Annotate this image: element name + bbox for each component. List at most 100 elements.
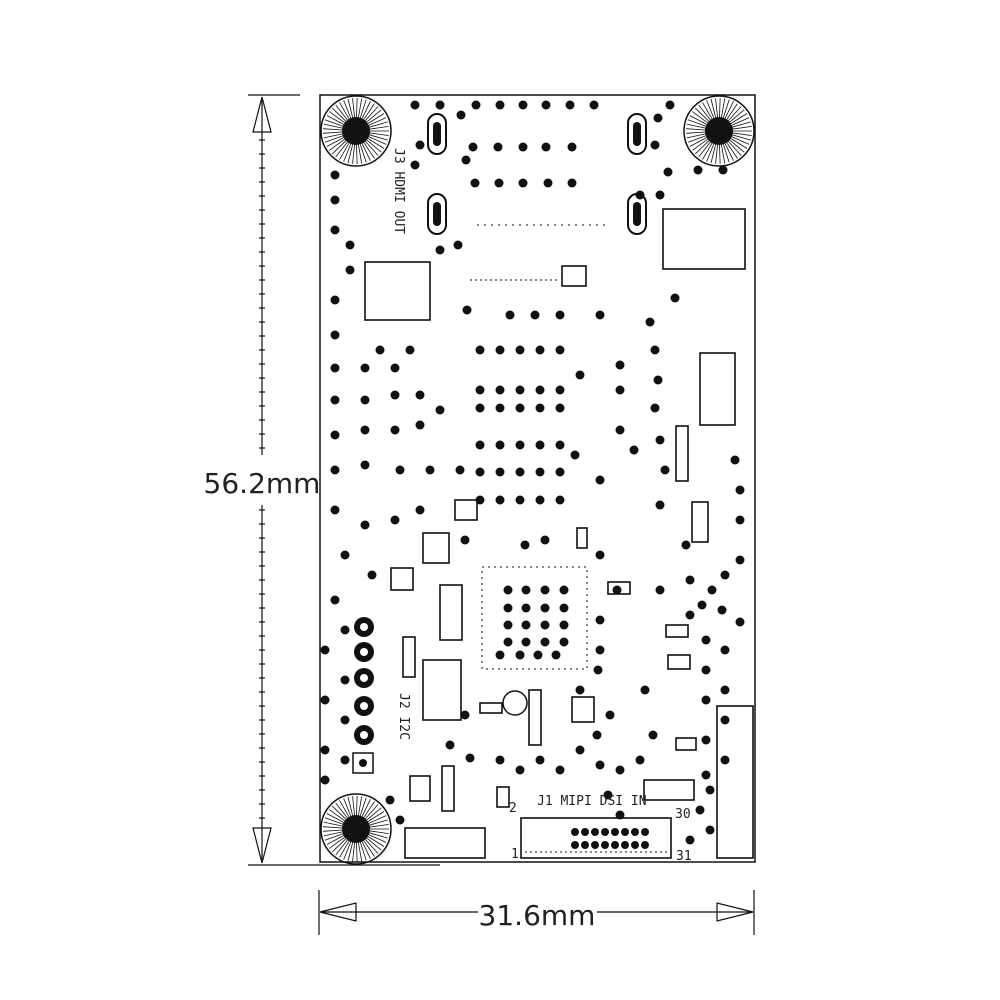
via bbox=[730, 455, 740, 465]
via bbox=[345, 240, 355, 250]
mounting-hole-ray bbox=[687, 134, 708, 143]
mounting-hole-ray bbox=[729, 135, 750, 145]
via bbox=[540, 535, 550, 545]
mounting-hole-ray bbox=[686, 133, 708, 139]
pin-30-label: 30 bbox=[675, 807, 691, 822]
mounting-hole-ray bbox=[698, 104, 712, 122]
via bbox=[530, 310, 540, 320]
via bbox=[515, 650, 525, 660]
component-outline bbox=[422, 659, 462, 721]
via bbox=[330, 225, 340, 235]
mounting-hole-ray bbox=[730, 126, 752, 130]
mounting-hole-ray bbox=[686, 128, 708, 131]
via bbox=[415, 140, 425, 150]
via bbox=[410, 100, 420, 110]
via bbox=[555, 765, 565, 775]
via bbox=[345, 265, 355, 275]
component-outline bbox=[528, 689, 542, 746]
component-outline bbox=[422, 532, 450, 564]
via bbox=[515, 440, 525, 450]
mounting-hole bbox=[320, 95, 392, 167]
component-outline bbox=[576, 527, 588, 549]
via bbox=[615, 810, 625, 820]
pin-31-label: 31 bbox=[676, 849, 692, 864]
mounting-hole-ray bbox=[366, 833, 387, 843]
mounting-hole-ray bbox=[367, 126, 389, 130]
mounting-hole bbox=[683, 95, 755, 167]
mounting-hole-ray bbox=[323, 128, 345, 131]
via bbox=[718, 165, 728, 175]
mounting-hole-ray bbox=[715, 142, 719, 164]
mounting-hole-ray bbox=[326, 813, 346, 824]
via bbox=[390, 425, 400, 435]
mounting-hole-ray bbox=[727, 109, 745, 124]
mounting-hole-ray bbox=[730, 121, 751, 129]
via bbox=[455, 465, 465, 475]
component-outline bbox=[691, 501, 709, 543]
via bbox=[521, 620, 531, 630]
via bbox=[503, 637, 513, 647]
mounting-hole-ray bbox=[359, 797, 367, 818]
via bbox=[475, 403, 485, 413]
mounting-hole-ray bbox=[357, 98, 363, 120]
mounting-hole-ray bbox=[324, 119, 345, 128]
mounting-hole-ray bbox=[365, 835, 385, 847]
via bbox=[541, 142, 551, 152]
mounting-hole-ray bbox=[686, 123, 708, 129]
via bbox=[360, 520, 370, 530]
mounting-hole-ray bbox=[686, 131, 708, 134]
via bbox=[453, 240, 463, 250]
via bbox=[460, 710, 470, 720]
mounting-hole-ray bbox=[347, 142, 354, 164]
mounting-hole-ray bbox=[356, 142, 358, 164]
mounting-hole-ray bbox=[727, 138, 745, 153]
mounting-hole-ray bbox=[329, 137, 347, 151]
via bbox=[360, 460, 370, 470]
mounting-hole-ray bbox=[706, 141, 715, 162]
mounting-hole-center bbox=[342, 117, 370, 145]
mounting-hole-ray bbox=[356, 98, 358, 120]
hdmi-out-label: J3 HDMI OUT bbox=[391, 148, 406, 234]
mounting-hole-ray bbox=[352, 840, 356, 862]
mounting-hole-ray bbox=[687, 119, 708, 128]
via bbox=[405, 345, 415, 355]
mounting-hole-ray bbox=[367, 132, 389, 136]
mounting-hole-ray bbox=[323, 123, 345, 129]
mounting-hole-ray bbox=[363, 139, 379, 156]
mounting-hole-ray bbox=[359, 99, 367, 120]
mounting-hole-ray bbox=[335, 802, 349, 820]
mounting-hole-ray bbox=[331, 837, 348, 853]
component-outline bbox=[364, 261, 431, 321]
mounting-hole-ray bbox=[339, 102, 351, 121]
via bbox=[603, 790, 613, 800]
via bbox=[495, 755, 505, 765]
via bbox=[360, 395, 370, 405]
mounting-hole-ray bbox=[363, 106, 379, 123]
mounting-hole-ray bbox=[367, 824, 389, 828]
via bbox=[330, 430, 340, 440]
via bbox=[701, 770, 711, 780]
pcb-features bbox=[320, 95, 755, 865]
connector-pad bbox=[641, 828, 649, 836]
component-outline bbox=[404, 827, 486, 859]
connector-pad bbox=[591, 828, 599, 836]
via bbox=[435, 100, 445, 110]
via bbox=[340, 755, 350, 765]
mounting-hole-ray bbox=[324, 817, 345, 826]
mounting-hole-ray bbox=[723, 101, 734, 121]
via bbox=[456, 110, 466, 120]
via bbox=[707, 585, 717, 595]
via bbox=[503, 585, 513, 595]
mounting-hole-ray bbox=[331, 805, 348, 821]
via bbox=[415, 505, 425, 515]
slot-hole-center bbox=[433, 202, 441, 226]
mounting-hole-ray bbox=[352, 98, 356, 120]
mounting-hole-ray bbox=[362, 801, 375, 820]
mounting-hole-ray bbox=[715, 98, 719, 120]
via bbox=[555, 385, 565, 395]
mounting-hole-ray bbox=[357, 142, 363, 164]
via bbox=[494, 178, 504, 188]
via bbox=[595, 760, 605, 770]
mounting-hole-ray bbox=[702, 141, 714, 160]
via bbox=[650, 140, 660, 150]
